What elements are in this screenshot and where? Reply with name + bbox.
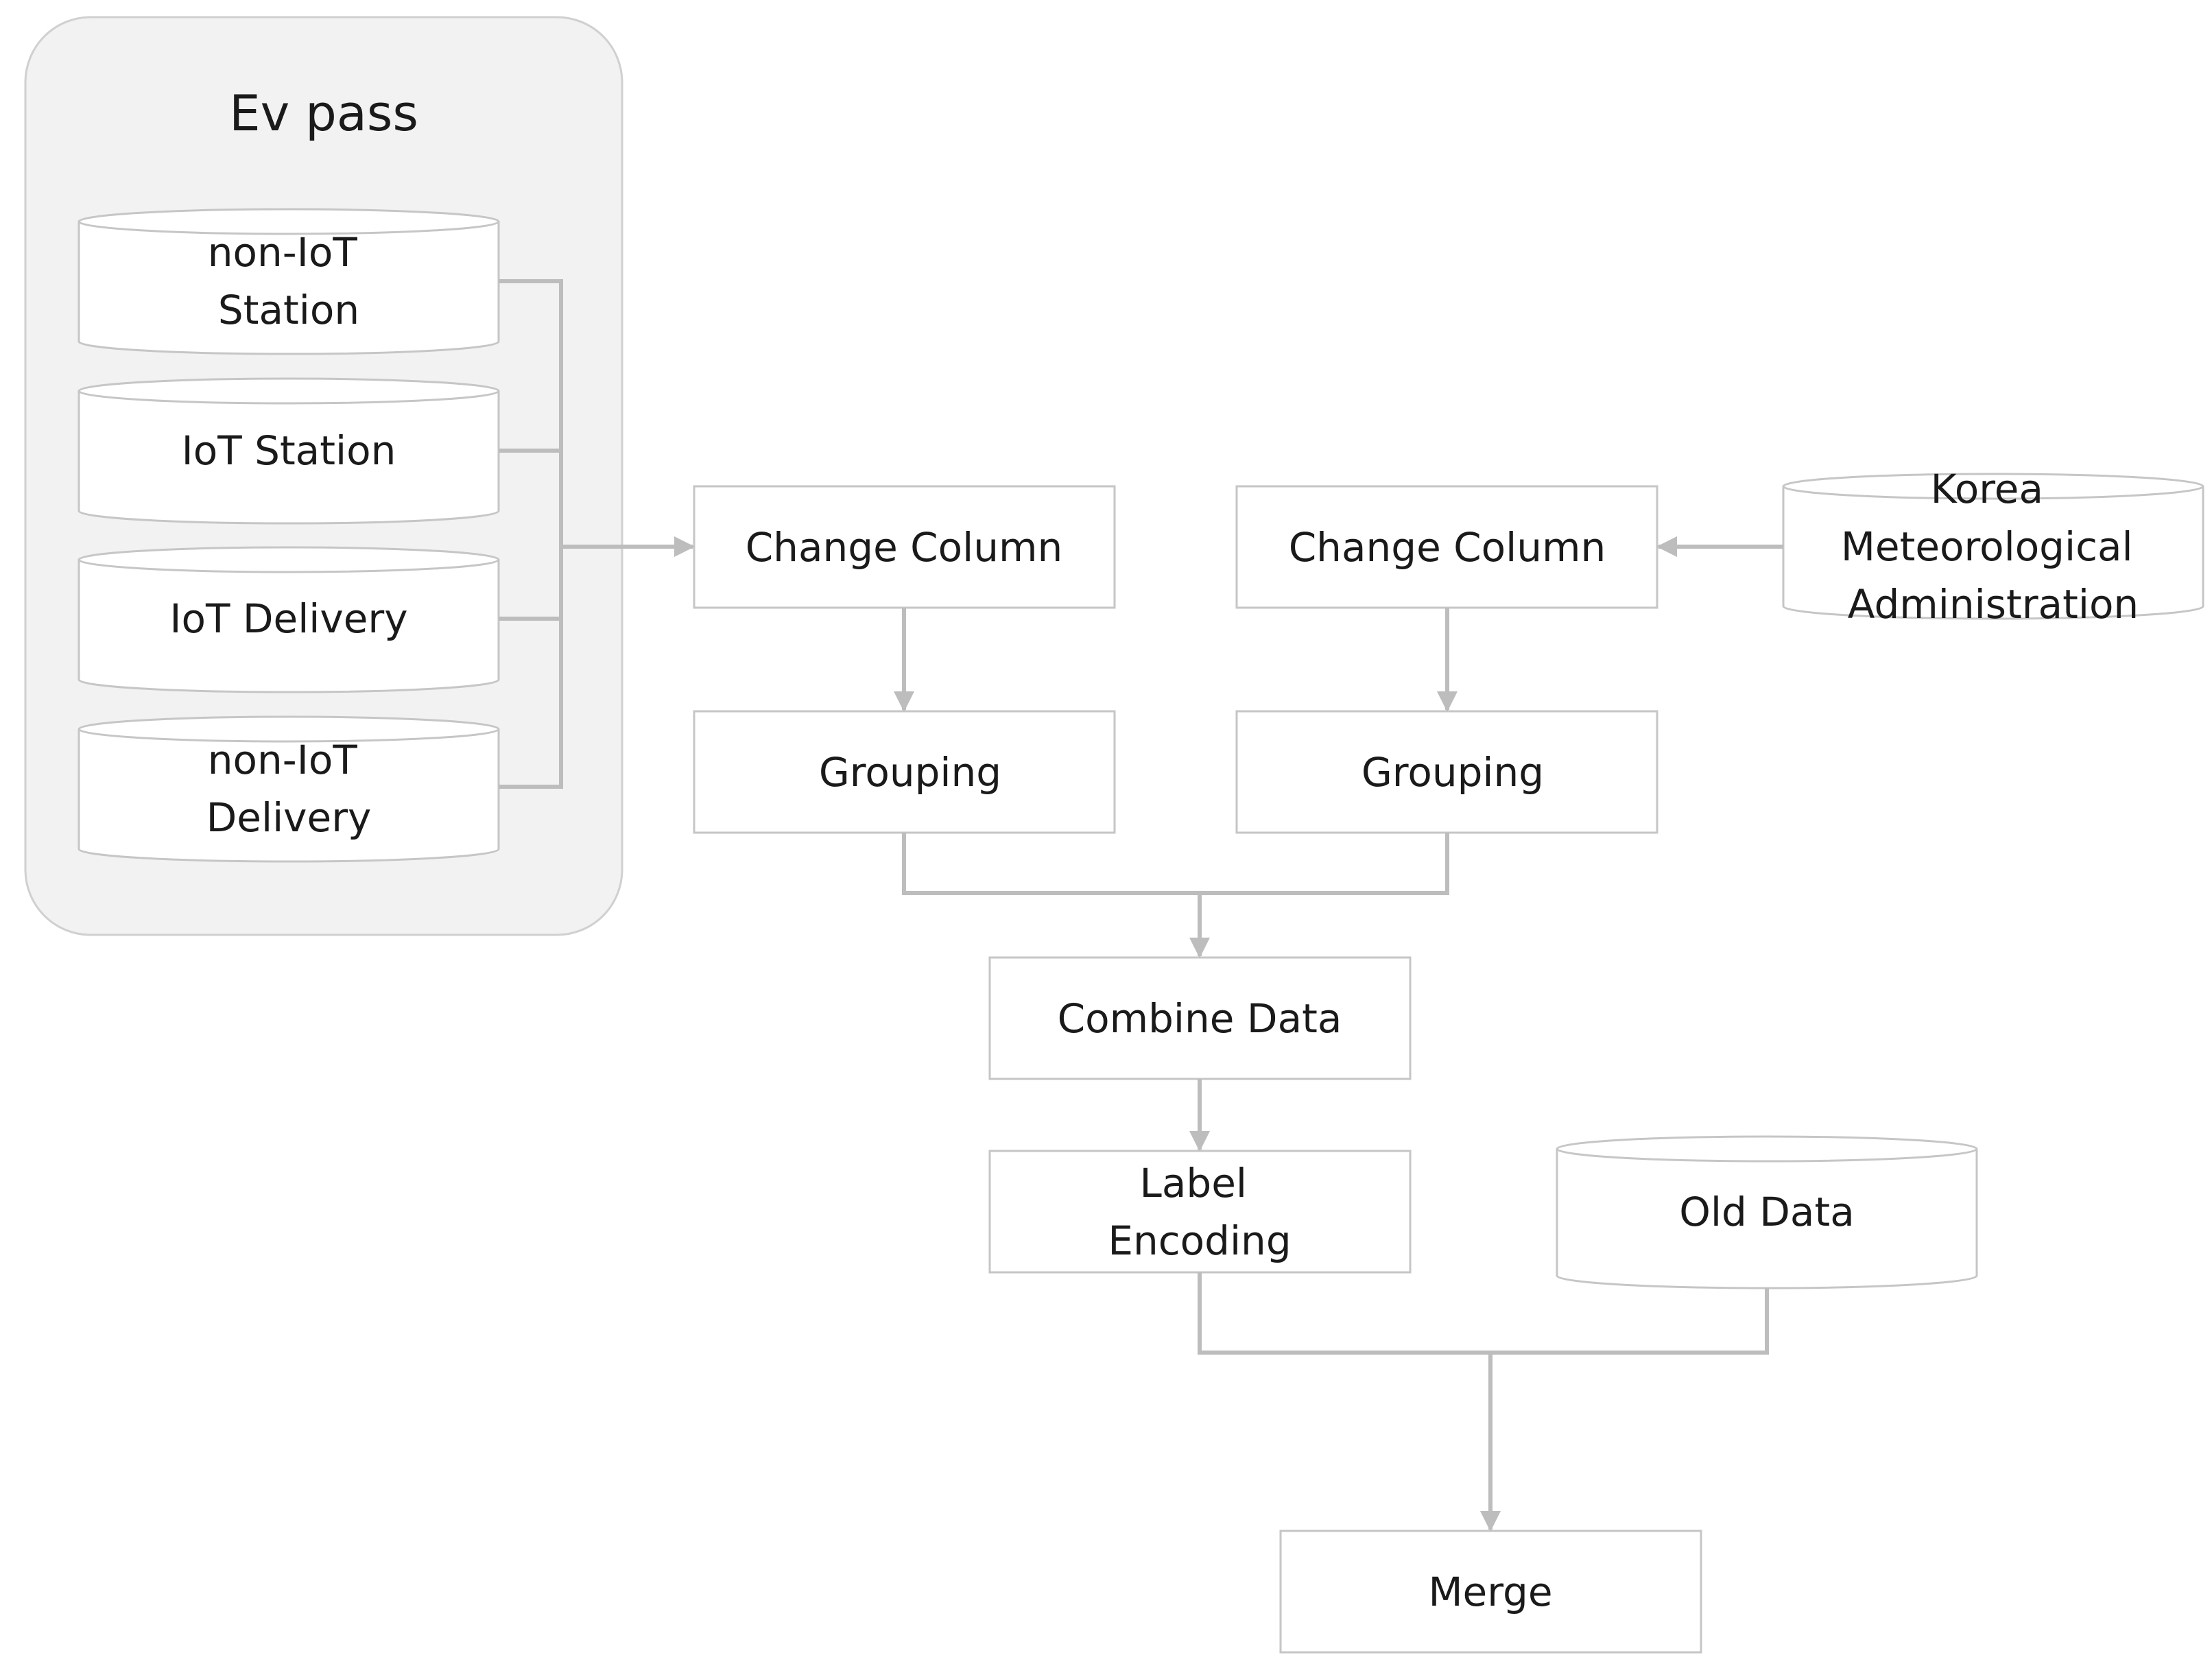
kma-line-1: Korea [1931,466,2043,512]
iot-delivery-line-1: IoT Delivery [169,595,407,642]
iot-delivery-db: IoT Delivery [78,546,500,693]
label-encoding-box: Label Encoding [988,1150,1412,1274]
non-iot-station-db: non-IoT Station [78,208,500,355]
svg-text:Merge: Merge [1428,1569,1552,1615]
kma-line-2: Meteorological [1841,523,2133,570]
connectors [499,279,1783,1532]
kma-line-3: Administration [1848,581,2139,628]
iot-station-db: IoT Station [78,377,500,525]
non-iot-station-line-2: Station [218,287,359,333]
grouping-left-label: Grouping [819,749,1001,796]
svg-text:Label Encoding: Label Encoding [1108,1160,1291,1264]
svg-text:Grouping: Grouping [819,749,1001,796]
combine-data-label: Combine Data [1058,995,1342,1042]
groupings-join-connector [902,833,1449,895]
svg-text:Change Column: Change Column [746,524,1063,571]
merge-label: Merge [1428,1569,1552,1615]
non-iot-delivery-line-1: non-IoT [208,737,358,783]
merge-join-connector [1198,1272,1769,1355]
iot-station-label: IoT Station [182,427,396,474]
change-column-right-label: Change Column [1289,524,1606,571]
grouping-left-box: Grouping [693,710,1116,834]
svg-text:Combine Data: Combine Data [1058,995,1342,1042]
non-iot-delivery-label: non-IoT Delivery [206,737,372,841]
non-iot-station-label: non-IoT Station [208,229,370,333]
change-column-left-label: Change Column [746,524,1063,571]
svg-text:Change Column: Change Column [1289,524,1606,571]
iot-delivery-label: IoT Delivery [169,595,407,642]
old-data-db: Old Data [1556,1135,1978,1289]
ev-pass-bracket-connector [499,279,563,789]
merge-box: Merge [1279,1530,1702,1654]
label-encoding-line-2: Encoding [1108,1217,1291,1264]
combine-data-box: Combine Data [988,956,1412,1080]
old-data-label: Old Data [1679,1189,1855,1235]
change-column-right-box: Change Column [1235,485,1658,609]
kma-label: Korea Meteorological Administration [1841,466,2145,628]
grouping-right-box: Grouping [1235,710,1658,834]
non-iot-station-line-1: non-IoT [208,229,358,276]
change-column-left-box: Change Column [693,485,1116,609]
iot-station-line-1: IoT Station [182,427,396,474]
kma-db: Korea Meteorological Administration [1782,466,2204,628]
svg-text:Grouping: Grouping [1361,749,1544,796]
old-data-line-1: Old Data [1679,1189,1855,1235]
non-iot-delivery-line-2: Delivery [206,794,372,841]
grouping-right-label: Grouping [1361,749,1544,796]
label-encoding-line-1: Label [1140,1160,1247,1206]
ev-pass-title: Ev pass [229,84,418,142]
non-iot-delivery-db: non-IoT Delivery [78,715,500,863]
